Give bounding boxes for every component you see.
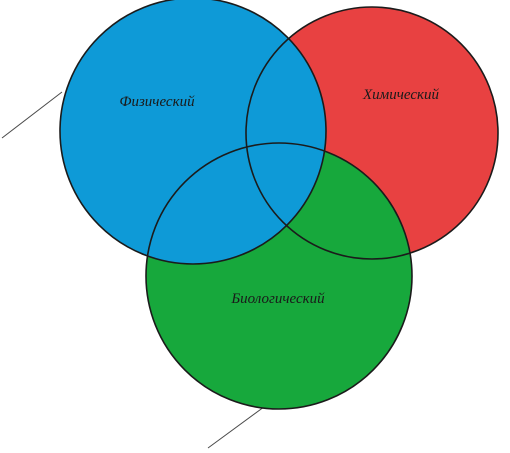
physical-circle: [60, 0, 326, 264]
chemical-label: Химический: [362, 87, 440, 103]
biological-label: Биологический: [230, 291, 325, 307]
left-guide-line: [1, 91, 63, 139]
physical-label: Физический: [119, 94, 195, 110]
physical-circle-outline: [59, 0, 327, 265]
bottom-guide-line: [207, 403, 269, 449]
chemical-circle-outline: [245, 6, 499, 260]
biological-circle-outline: [145, 142, 413, 410]
